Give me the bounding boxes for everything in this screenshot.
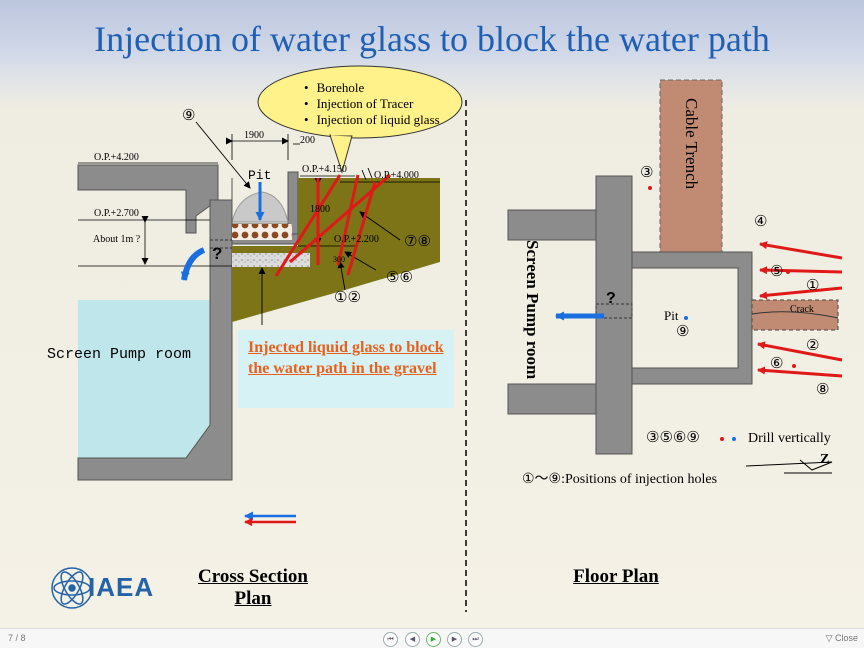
water-area xyxy=(78,300,214,460)
north-symbol xyxy=(745,459,833,471)
soil xyxy=(232,178,440,322)
page-indicator: 7 / 8 xyxy=(8,633,26,643)
unknown-path-cross: ? xyxy=(212,244,223,263)
level-op-2200: O.P.+2.200 xyxy=(334,234,379,245)
room-label-floor: Screen Pump room xyxy=(523,240,542,380)
iaea-logo-text: IAEA xyxy=(88,572,155,602)
callout-item: Injection of liquid glass xyxy=(304,112,440,128)
slide-title: Injection of water glass to block the wa… xyxy=(94,19,770,59)
sand-layer xyxy=(232,253,310,267)
floor-plan-label: Floor Plan xyxy=(573,566,659,587)
mark-9-cross: ⑨ xyxy=(182,106,196,124)
drill-text: Drill vertically xyxy=(748,431,831,446)
injection-note: Injected liquid glass to block the water… xyxy=(248,339,444,377)
viewer-toolbar: 7 / 8 ⏮ ◀ ▶ ▶ ⏭ ▽ Close xyxy=(0,628,864,648)
dim-300: 300 xyxy=(333,255,345,264)
cross-section-label: Cross Section Plan xyxy=(198,566,308,609)
crack-label: Crack xyxy=(790,304,814,315)
level-op-4150: O.P.+4.150 xyxy=(302,164,347,175)
leak-blue-arrow xyxy=(180,247,206,281)
drill-marks: ③⑤⑥⑨ xyxy=(646,428,700,446)
mark-8: ⑧ xyxy=(816,380,830,398)
mark-6: ⑥ xyxy=(770,354,784,372)
mark-1: ① xyxy=(806,276,820,294)
mark-4: ④ xyxy=(754,212,768,230)
level-op-4000: O.P.+4.000 xyxy=(374,170,419,181)
cable-trench-label: Cable Trench xyxy=(682,98,701,190)
mark-5-6: ⑤⑥ xyxy=(386,268,413,286)
mark-1-2: ①② xyxy=(334,288,361,306)
level-op-4200: O.P.+4.200 xyxy=(94,152,139,163)
cable-trench xyxy=(659,79,723,255)
mark-3: ③ xyxy=(640,163,654,181)
unknown-path-floor: ? xyxy=(606,290,616,307)
close-button[interactable]: ▽ Close xyxy=(826,633,858,644)
dim-200: 200 xyxy=(300,135,315,146)
iaea-emblem xyxy=(51,567,93,609)
room-label-cross: Screen Pump room xyxy=(47,346,192,363)
pit-label-floor: Pit xyxy=(664,308,679,323)
play-icon: ▶ xyxy=(430,635,437,643)
positions-legend: ①～⑨:Positions of injection holes xyxy=(522,472,718,487)
prev-slide-button[interactable]: ◀ xyxy=(405,632,420,647)
pit-label-cross: Pit xyxy=(248,168,272,183)
dim-1900: 1900 xyxy=(244,130,264,141)
callout-item: Injection of Tracer xyxy=(304,96,440,112)
close-icon: ▽ xyxy=(825,633,835,643)
level-op-2700: O.P.+2.700 xyxy=(94,208,139,219)
dotted-layer xyxy=(232,224,292,240)
callout-list: Borehole Injection of Tracer Injection o… xyxy=(304,80,440,128)
mark-2: ② xyxy=(806,336,820,354)
next-icon: ▶ xyxy=(451,635,458,643)
injection-arrows-floor xyxy=(757,241,843,378)
mark-9-floor: ⑨ xyxy=(676,322,690,340)
close-label: Close xyxy=(834,633,858,643)
first-icon: ⏮ xyxy=(387,635,394,643)
dim-about-1m: About 1m ? xyxy=(93,234,141,245)
mark-5: ⑤ xyxy=(770,262,784,280)
next-slide-button[interactable]: ▶ xyxy=(447,632,462,647)
play-button[interactable]: ▶ xyxy=(426,632,441,647)
note-box xyxy=(238,330,454,408)
mark-7-8: ⑦⑧ xyxy=(404,232,431,250)
north-label: Z xyxy=(820,452,830,467)
last-slide-button[interactable]: ⏭ xyxy=(468,632,483,647)
slide: Injection of water glass to block the wa… xyxy=(0,0,864,628)
injection-lines-cross xyxy=(274,173,391,277)
label-pointers xyxy=(195,121,401,325)
last-icon: ⏭ xyxy=(472,635,479,643)
prev-icon: ◀ xyxy=(409,635,416,643)
first-slide-button[interactable]: ⏮ xyxy=(383,632,398,647)
callout-item: Borehole xyxy=(304,80,440,96)
dim-1800: 1800 xyxy=(310,204,330,215)
